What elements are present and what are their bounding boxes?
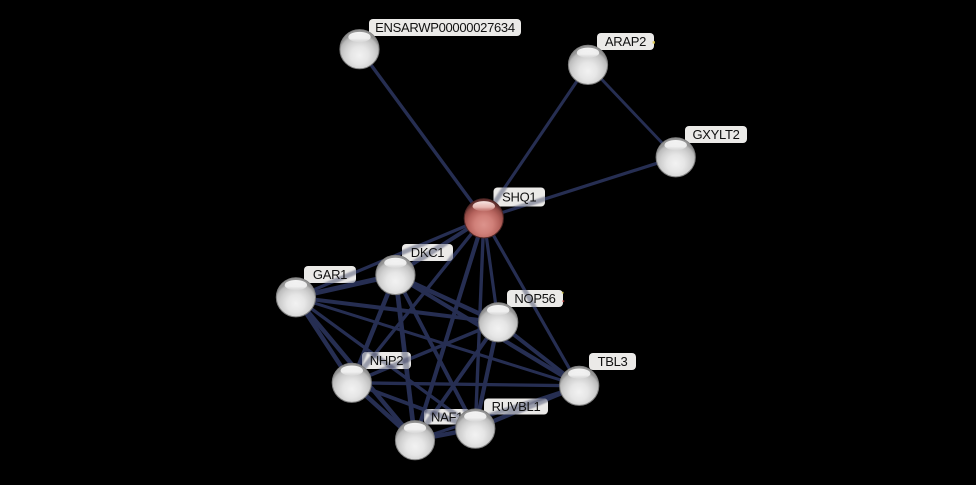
svg-text:RUVBL1: RUVBL1 bbox=[492, 399, 541, 414]
svg-text:SHQ1: SHQ1 bbox=[502, 190, 536, 205]
svg-text:NAF1: NAF1 bbox=[431, 409, 463, 424]
svg-text:ARAP2: ARAP2 bbox=[605, 34, 646, 49]
svg-text:GXYLT2: GXYLT2 bbox=[692, 127, 739, 142]
svg-text:ENSARWP00000027634: ENSARWP00000027634 bbox=[375, 20, 515, 35]
svg-text:TBL3: TBL3 bbox=[598, 354, 628, 369]
svg-text:NOP56: NOP56 bbox=[514, 291, 555, 306]
svg-text:DKC1: DKC1 bbox=[411, 245, 445, 260]
svg-text:NHP2: NHP2 bbox=[370, 353, 404, 368]
svg-text:GAR1: GAR1 bbox=[313, 267, 347, 282]
